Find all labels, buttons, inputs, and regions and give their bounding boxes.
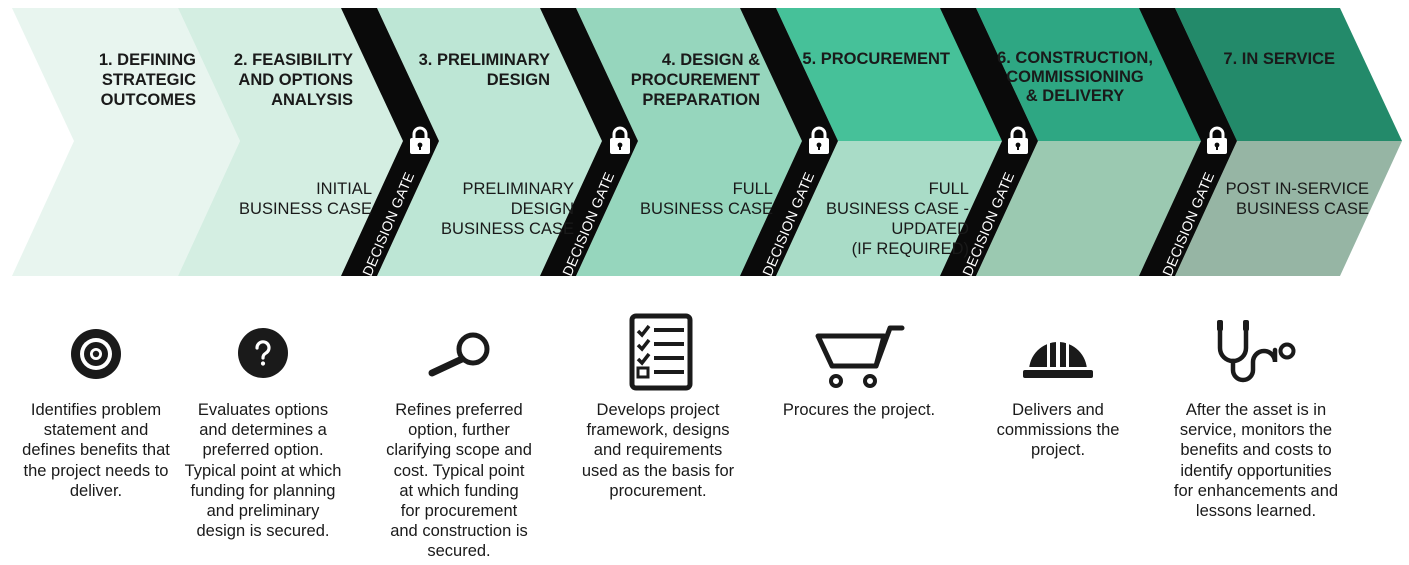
- lock-icon: [410, 126, 430, 154]
- stage-7-title: 7. IN SERVICE: [1223, 50, 1335, 68]
- stage-2-title: 2. FEASIBILITY AND OPTIONS ANALYSIS: [233, 51, 353, 109]
- stage-7-chevron-top: [1175, 8, 1402, 141]
- stage-1-chevron-bottom: [12, 141, 240, 276]
- lock-icon: [809, 126, 829, 154]
- stage-4-title: 4. DESIGN & PROCUREMENT PREPARATION: [630, 51, 760, 109]
- stage-2-business-case: INITIAL BUSINESS CASE: [239, 180, 372, 218]
- stage-6-description: Delivers and commissions the project.: [996, 401, 1120, 460]
- checklist-icon: [629, 313, 693, 391]
- stage-1-description: Identifies problem statement and defines…: [22, 401, 170, 500]
- question-icon: [238, 328, 288, 378]
- lock-icon: [1207, 126, 1227, 154]
- stage-5-description: Procures the project.: [782, 401, 936, 419]
- stage-2-description: Evaluates options and determines a prefe…: [184, 401, 342, 541]
- stage-7-description: After the asset is in service, monitors …: [1173, 401, 1339, 521]
- lock-icon: [1008, 126, 1028, 154]
- stage-3-title: 3. PRELIMINARY DESIGN: [418, 51, 550, 89]
- stage-1-chevron-top: [12, 8, 240, 141]
- stage-5-title: 5. PROCUREMENT: [802, 50, 950, 68]
- stage-4-description: Develops project framework, designs and …: [581, 401, 735, 500]
- stage-7-business-case: POST IN-SERVICE BUSINESS CASE: [1225, 180, 1369, 218]
- stage-1-title: 1. DEFINING STRATEGIC OUTCOMES: [98, 51, 196, 109]
- stage-3-business-case: PRELIMINARY DESIGN BUSINESS CASE: [441, 180, 574, 238]
- cart-icon: [815, 325, 905, 388]
- stage-7-chevron-bottom: [1175, 141, 1402, 276]
- magnifier-icon: [428, 332, 490, 377]
- hardhat-icon: [1022, 339, 1094, 378]
- stage-6-title: 6. CONSTRUCTION, COMMISSIONING & DELIVER…: [997, 49, 1153, 105]
- stage-3-description: Refines preferred option, further clarif…: [386, 401, 532, 561]
- stethoscope-icon: [1217, 320, 1296, 383]
- stage-5-business-case: FULL BUSINESS CASE - UPDATED (IF REQUIRE…: [825, 180, 969, 258]
- stage-4-business-case: FULL BUSINESS CASE: [640, 180, 773, 218]
- target-icon: [71, 329, 121, 379]
- lock-icon: [610, 126, 630, 154]
- chevron-flow: [12, 8, 1402, 276]
